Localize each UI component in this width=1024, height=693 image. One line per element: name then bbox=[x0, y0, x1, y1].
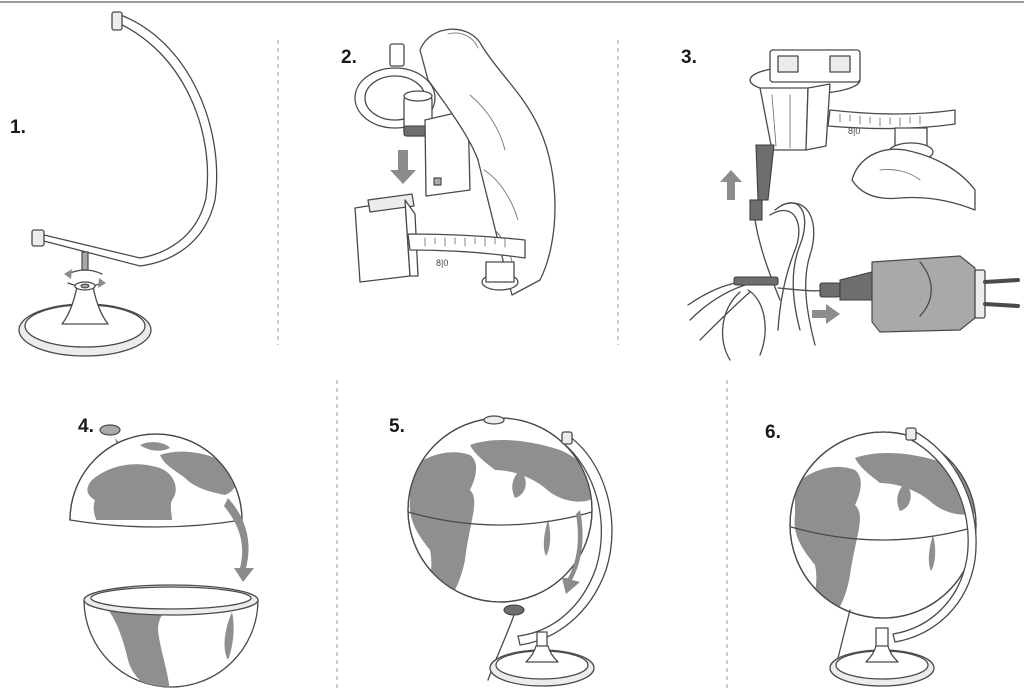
base-clip-step-2 bbox=[482, 262, 518, 290]
base-step-5 bbox=[488, 605, 594, 686]
scale-ring-step-3: 8|0 bbox=[828, 110, 955, 136]
step-6-number: 6. bbox=[765, 422, 781, 443]
socket-assembly bbox=[750, 50, 860, 150]
upper-hemisphere bbox=[70, 434, 242, 540]
insert-arrow bbox=[390, 150, 416, 184]
scale-mark-step-3: 8|0 bbox=[848, 126, 860, 136]
coiled-cable bbox=[688, 203, 825, 360]
connect-arrow bbox=[720, 170, 742, 200]
step-2-panel: 2. 8|0 bbox=[341, 29, 555, 295]
base-step-6 bbox=[830, 610, 934, 686]
step-5-number: 5. bbox=[389, 416, 405, 437]
step-6-panel: 6. bbox=[765, 422, 976, 686]
step-1-number: 1. bbox=[10, 117, 26, 138]
step-3-number: 3. bbox=[681, 47, 697, 68]
plug-in-arrow bbox=[812, 304, 840, 324]
step-5-panel: 5. bbox=[389, 416, 612, 686]
step-2-number: 2. bbox=[341, 47, 357, 68]
connector-plug bbox=[750, 145, 774, 220]
step-4-number: 4. bbox=[78, 416, 94, 437]
power-adapter bbox=[820, 256, 1018, 332]
globe-base bbox=[19, 282, 151, 356]
meridian-arc bbox=[32, 12, 217, 266]
scale-mark-step-2: 8|0 bbox=[436, 258, 448, 268]
lower-hemisphere bbox=[84, 585, 258, 692]
step-4-panel: 4. bbox=[70, 416, 258, 692]
step-1-panel: 1. bbox=[10, 12, 217, 356]
hand-step-3 bbox=[852, 149, 975, 210]
step-3-panel: 3. 8|0 bbox=[681, 47, 1018, 360]
